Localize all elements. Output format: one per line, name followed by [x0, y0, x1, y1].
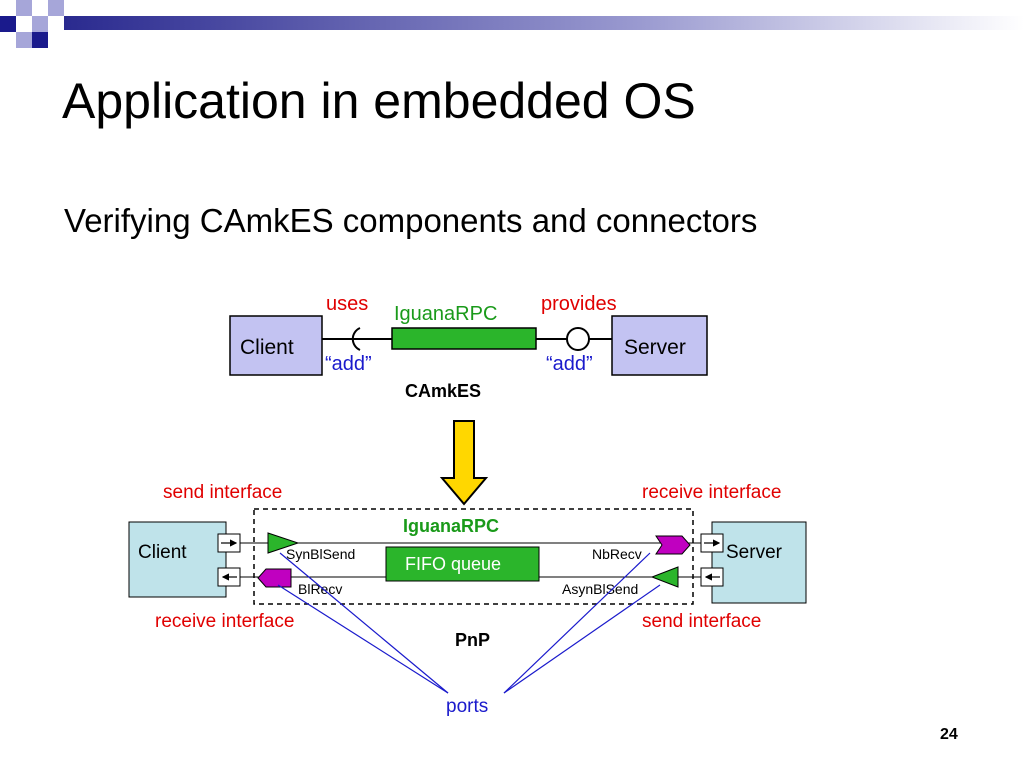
send-interface-bottom-label: send interface: [642, 611, 761, 632]
synblsend-label: SynBlSend: [286, 546, 355, 562]
pnp-caption: PnP: [455, 630, 490, 650]
page-number: 24: [940, 726, 958, 743]
ports-label: ports: [446, 696, 488, 717]
blrecv-port-icon: [257, 568, 292, 588]
camkes-connector-bar: [391, 327, 537, 350]
pnp-client-label: Client: [138, 542, 187, 563]
camkes-client-label: Client: [240, 336, 294, 359]
pnp-client-box: [128, 521, 227, 598]
corner-decoration: [0, 0, 1024, 48]
receive-interface-bottom-label: receive interface: [155, 611, 294, 632]
camkes-caption: CAmkES: [405, 381, 481, 401]
pnp-section: send interface receive interface Client …: [128, 482, 807, 717]
nbrecv-port-icon: [655, 535, 691, 555]
pnp-connector-boundary: [253, 508, 694, 605]
camkes-section: Client Server uses IguanaRPC provides “a…: [229, 293, 708, 401]
camkes-server-box: [611, 315, 708, 376]
ports-pointer-lines: [277, 552, 661, 694]
pnp-server-label: Server: [726, 542, 783, 563]
uses-label: uses: [326, 293, 368, 315]
receive-interface-top-label: receive interface: [642, 482, 781, 503]
slide-title: Application in embedded OS: [62, 73, 696, 129]
send-interface-top-label: send interface: [163, 482, 282, 503]
nbrecv-label: NbRecv: [592, 546, 642, 562]
pnp-server-box: [711, 521, 807, 604]
camkes-server-label: Server: [624, 336, 686, 359]
transform-down-arrow-icon: [439, 420, 489, 506]
camkes-client-box: [229, 315, 323, 376]
asynblsend-port-icon: [650, 566, 679, 588]
blrecv-label: BlRecv: [298, 581, 342, 597]
asynblsend-label: AsynBlSend: [562, 581, 638, 597]
add-right-label: “add”: [546, 353, 593, 375]
slide-subtitle: Verifying CAmkES components and connecto…: [64, 202, 758, 239]
provides-lollipop-icon: [566, 327, 590, 351]
add-left-label: “add”: [325, 353, 372, 375]
synblsend-port-icon: [267, 532, 300, 554]
fifo-queue-box: [385, 546, 540, 582]
provides-label: provides: [541, 293, 617, 315]
fifo-queue-label: FIFO queue: [405, 554, 501, 574]
camkes-connector-label: IguanaRPC: [394, 303, 497, 325]
pnp-connector-label: IguanaRPC: [403, 516, 499, 536]
